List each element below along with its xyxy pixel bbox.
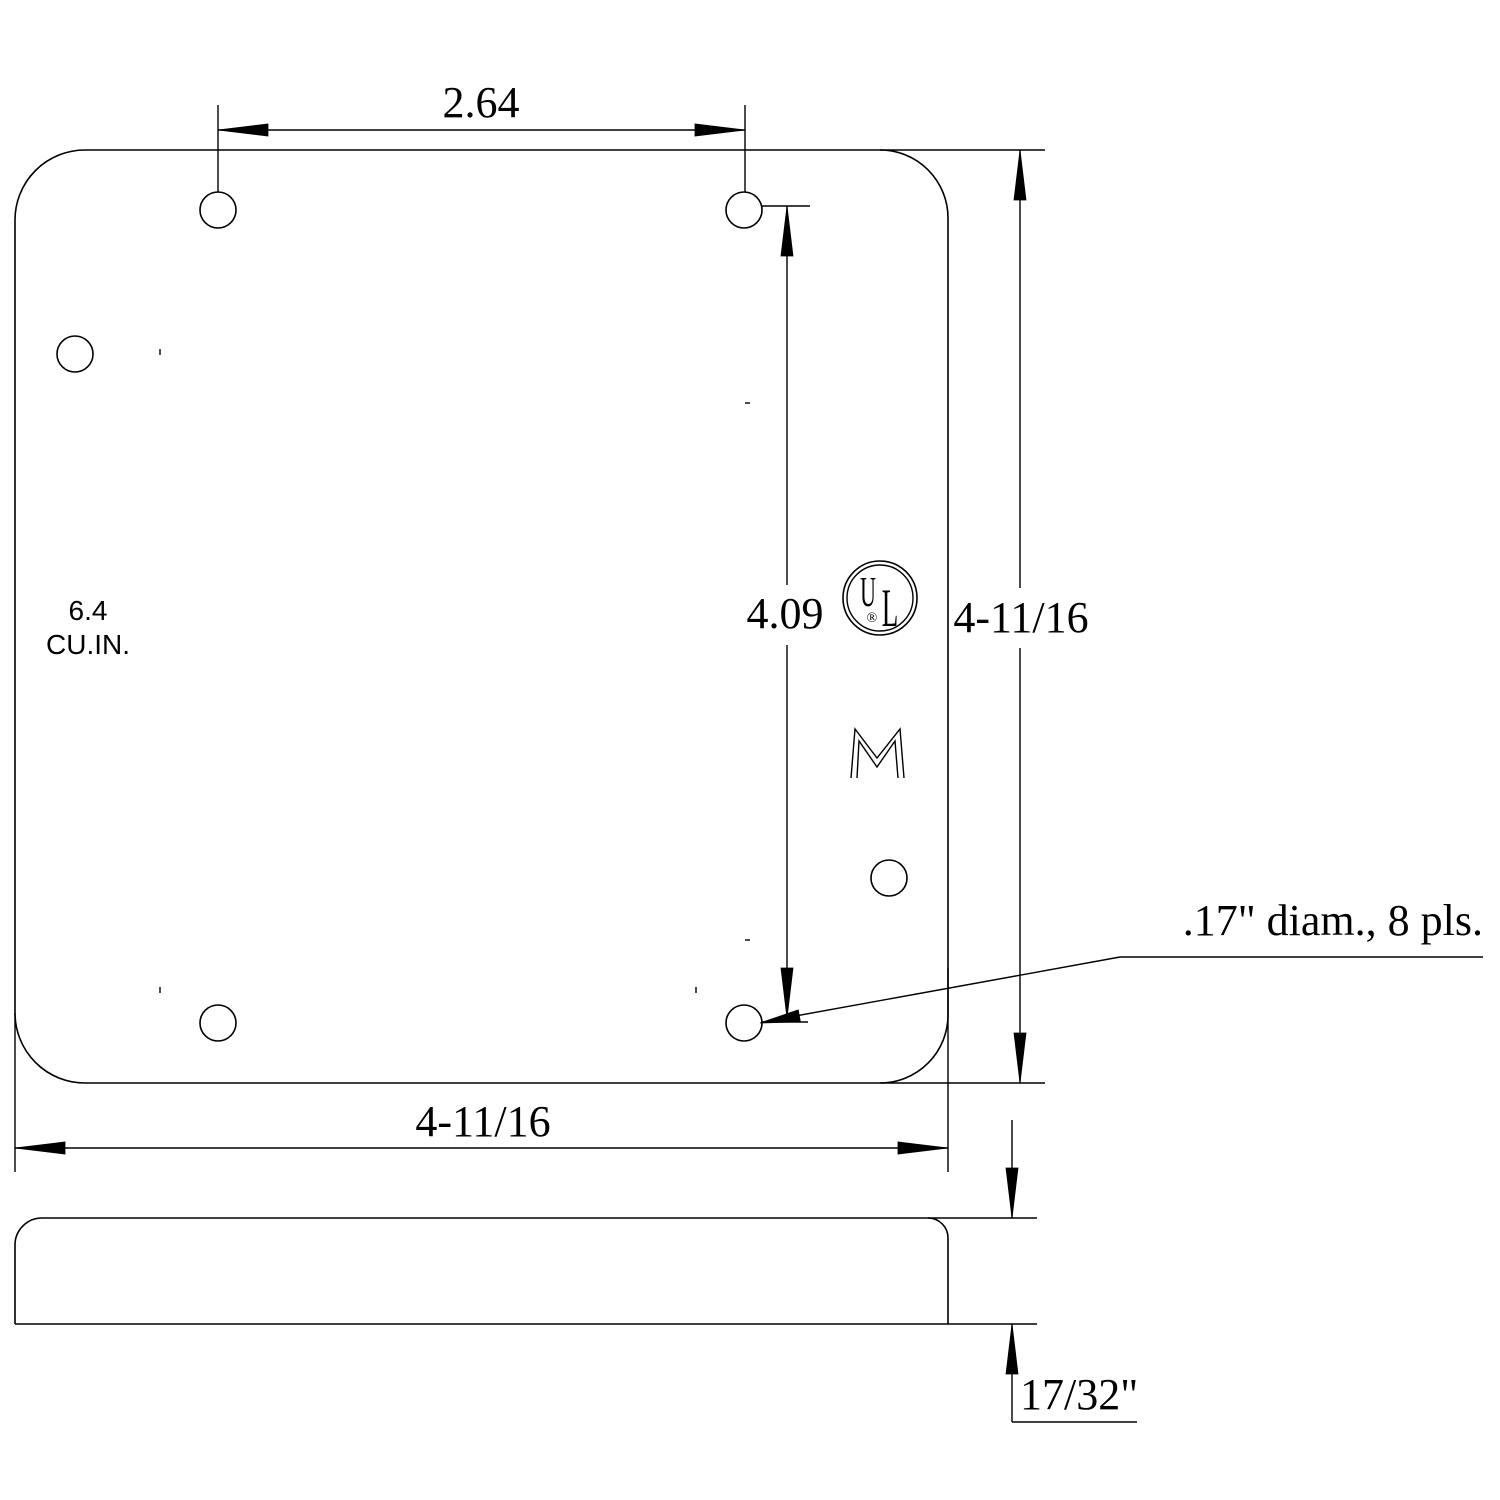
volume-note: 6.4 CU.IN. [46,595,130,660]
arrowhead [1005,1323,1019,1375]
hole-callout-label: .17" diam., 8 pls. [1183,896,1483,945]
arrowhead [759,1009,801,1024]
leader-line [789,956,1121,1018]
mounting-hole [56,335,94,373]
dimension-label: 17/32" [1020,1370,1138,1419]
dimension-label: 4.09 [747,589,824,638]
arrowhead [14,1141,66,1155]
arrowhead [1013,1032,1027,1084]
ul-inner-ring [846,564,914,632]
dimension-overall-width: 4-11/16 [14,968,949,1172]
mounting-hole [725,1004,763,1042]
ul-letter-u: U [860,570,876,616]
ul-outer-ring [842,560,918,636]
volume-value: 6.4 [69,595,108,626]
ul-listing-mark-icon: U L ® [842,560,918,639]
mounting-hole [199,1004,237,1042]
side-view-right-edge [927,1217,949,1324]
dimension-label: 4-11/16 [415,1097,550,1146]
arrowhead [1005,1167,1019,1219]
plan-view: 2.64 4-11/16 4.09 .17" diam., 8 pls. [14,78,1483,1172]
arrowhead [897,1141,949,1155]
dimension-hole-spacing-vertical: 4.09 [747,205,824,1023]
maker-logo-inner-stroke [856,738,899,779]
dimension-label: 2.64 [443,78,520,127]
arrowhead [217,123,269,137]
dimension-label: 4-11/16 [953,593,1088,642]
hole-callout: .17" diam., 8 pls. [759,896,1483,1024]
arrowhead [780,205,794,257]
ul-registered-symbol: ® [867,611,878,626]
volume-unit: CU.IN. [46,629,130,660]
mounting-hole [725,191,763,229]
mounting-hole [870,859,908,897]
dimension-hole-spacing-horizontal: 2.64 [217,78,746,192]
side-view-outline [14,1217,1037,1324]
maker-logo-outer-stroke [850,727,905,779]
maker-logo-icon [850,727,905,779]
ul-letter-l: L [882,579,898,638]
mounting-hole [199,191,237,229]
mounting-holes [56,191,908,1042]
dimension-overall-height: 4-11/16 [880,149,1089,1084]
arrowhead [1013,149,1027,201]
dimension-thickness: 17/32" [1005,1120,1138,1423]
tick-marks [159,349,750,993]
arrowhead [694,123,746,137]
arrowhead [780,967,794,1019]
side-view: 17/32" [14,1120,1138,1423]
